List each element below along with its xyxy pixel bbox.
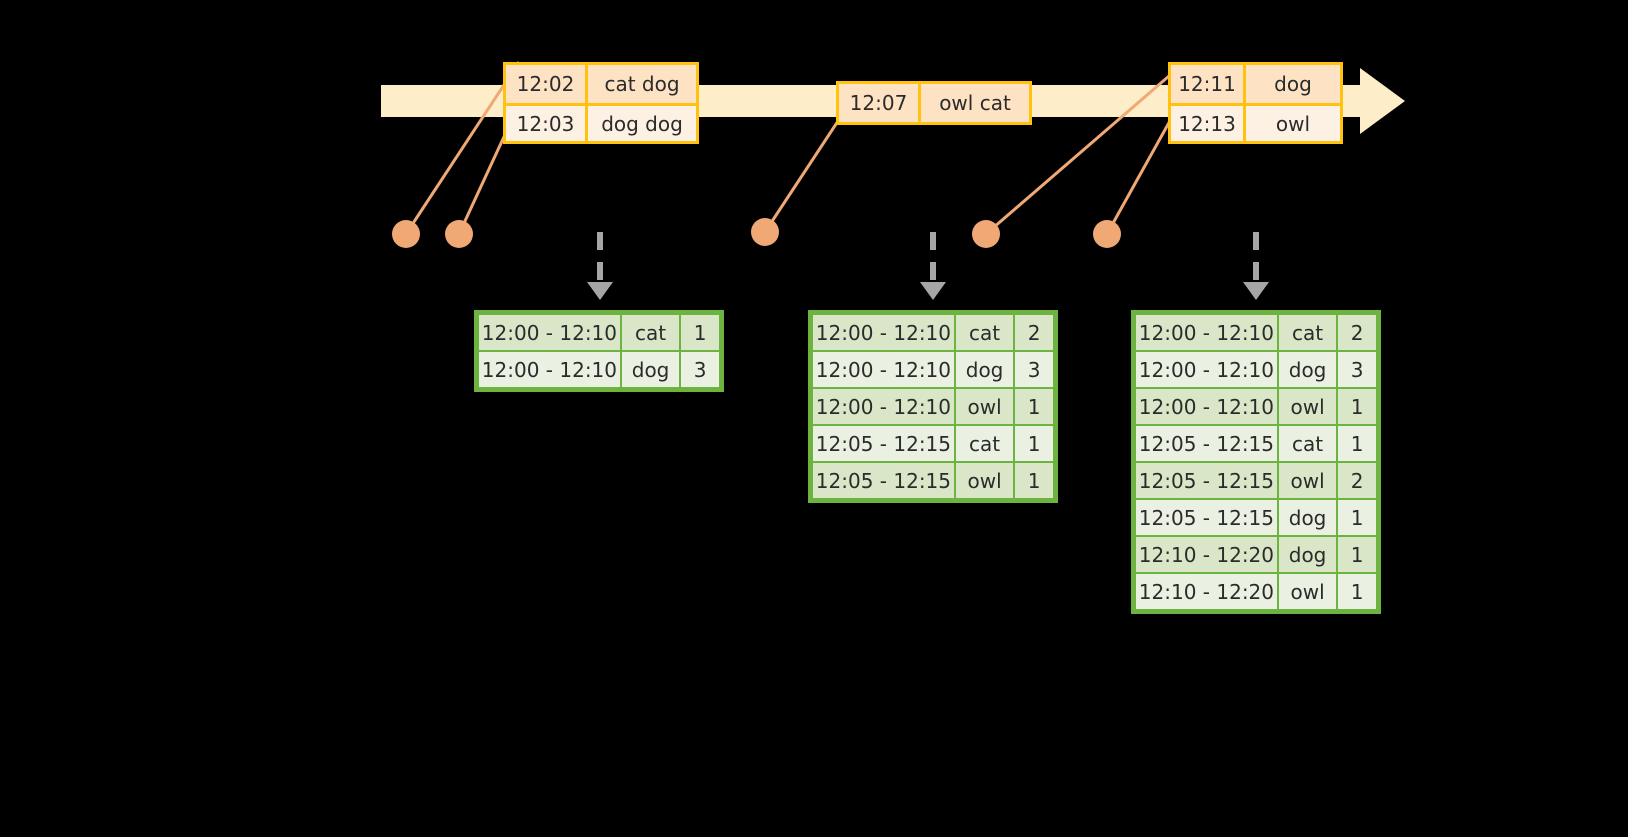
window-cell: 12:05 - 12:15 (1136, 463, 1277, 498)
window-cell: 12:00 - 12:10 (813, 389, 954, 424)
dashed-arrows (587, 232, 1269, 300)
count-cell: 1 (1015, 426, 1054, 461)
window-cell: 12:05 - 12:15 (1136, 500, 1277, 535)
count-cell: 3 (1015, 352, 1054, 387)
event-row: 12:03 dog dog (506, 103, 696, 141)
count-cell: 1 (1338, 574, 1377, 609)
event-time: 12:13 (1171, 106, 1246, 141)
count-cell: 1 (1015, 463, 1054, 498)
key-cell: owl (955, 463, 1014, 498)
window-cell: 12:00 - 12:10 (813, 352, 954, 387)
event-payload: cat dog (604, 72, 680, 96)
key-cell: dog (955, 352, 1014, 387)
event-time: 12:07 (839, 84, 921, 122)
key-cell: cat (955, 315, 1014, 350)
key-cell: cat (1278, 315, 1337, 350)
key-cell: owl (1278, 574, 1337, 609)
window-cell: 12:05 - 12:15 (1136, 426, 1277, 461)
key-cell: dog (621, 352, 680, 387)
event-box-1[interactable]: 12:02 cat dog 12:03 dog dog (503, 62, 699, 144)
event-row: 12:07 owl cat (839, 84, 1029, 122)
count-cell: 1 (1338, 500, 1377, 535)
timeline-arrowhead-icon (1360, 68, 1405, 134)
event-dot-5 (1093, 220, 1121, 248)
count-cell: 3 (1338, 352, 1377, 387)
event-dot-2 (445, 220, 473, 248)
connector-line-5 (1105, 109, 1178, 235)
count-cell: 1 (1338, 426, 1377, 461)
event-dot-3 (751, 218, 779, 246)
event-time: 12:03 (506, 106, 588, 141)
key-cell: cat (621, 315, 680, 350)
connector-line-3 (763, 117, 842, 233)
connector-dots (392, 218, 1121, 248)
count-cell: 1 (681, 315, 720, 350)
window-cell: 12:10 - 12:20 (1136, 537, 1277, 572)
count-cell: 3 (681, 352, 720, 387)
dashed-arrow-to-table-2-head-icon (920, 282, 946, 300)
key-cell: owl (955, 389, 1014, 424)
event-payload: owl (1275, 111, 1311, 136)
event-payload: dog (1274, 72, 1312, 96)
window-cell: 12:00 - 12:10 (479, 315, 620, 350)
key-cell: cat (955, 426, 1014, 461)
window-cell: 12:00 - 12:10 (1136, 352, 1277, 387)
event-row: 12:11 dog (1171, 65, 1340, 103)
event-dot-4 (972, 220, 1000, 248)
count-cell: 2 (1338, 315, 1377, 350)
event-time: 12:02 (506, 65, 588, 103)
event-row: 12:02 cat dog (506, 65, 696, 103)
event-time: 12:11 (1171, 65, 1246, 103)
dashed-arrow-to-table-3-head-icon (1243, 282, 1269, 300)
key-cell: dog (1278, 500, 1337, 535)
event-row: 12:13 owl (1171, 103, 1340, 141)
key-cell: owl (1278, 463, 1337, 498)
key-cell: dog (1278, 352, 1337, 387)
event-dot-1 (392, 220, 420, 248)
window-cell: 12:00 - 12:10 (1136, 389, 1277, 424)
event-payload: dog dog (601, 111, 683, 136)
count-cell: 2 (1338, 463, 1377, 498)
key-cell: dog (1278, 537, 1337, 572)
event-payload: owl cat (939, 91, 1011, 115)
window-cell: 12:00 - 12:10 (479, 352, 620, 387)
window-cell: 12:00 - 12:10 (1136, 315, 1277, 350)
window-cell: 12:05 - 12:15 (813, 463, 954, 498)
window-cell: 12:00 - 12:10 (813, 315, 954, 350)
count-cell: 1 (1015, 389, 1054, 424)
key-cell: cat (1278, 426, 1337, 461)
key-cell: owl (1278, 389, 1337, 424)
count-cell: 1 (1338, 389, 1377, 424)
window-cell: 12:05 - 12:15 (813, 426, 954, 461)
window-cell: 12:10 - 12:20 (1136, 574, 1277, 609)
dashed-arrow-to-table-1-head-icon (587, 282, 613, 300)
event-box-2[interactable]: 12:07 owl cat (836, 81, 1032, 125)
event-box-3[interactable]: 12:11 dog 12:13 owl (1168, 62, 1343, 144)
count-cell: 2 (1015, 315, 1054, 350)
count-cell: 1 (1338, 537, 1377, 572)
